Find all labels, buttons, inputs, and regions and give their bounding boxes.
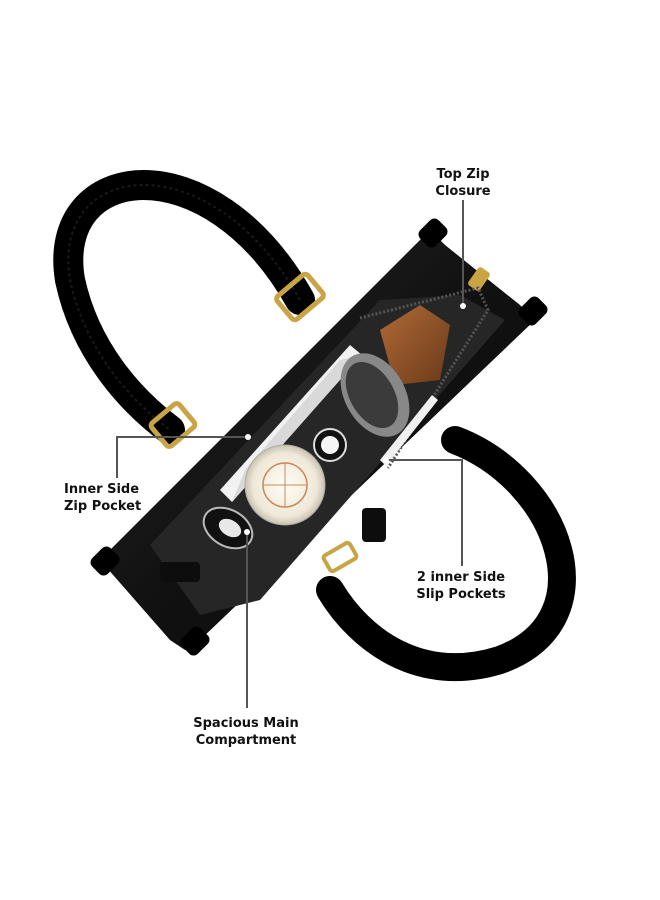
callout-slip-pockets: 2 inner Side Slip Pockets (406, 569, 516, 603)
callout-inner-side-zip-line1: Inner Side (64, 482, 140, 497)
callout-slip-pockets-line1: 2 inner Side (416, 570, 506, 585)
callout-main-compartment-line2: Compartment (195, 733, 297, 748)
callout-top-zip-closure: Top Zip Closure (418, 166, 508, 200)
callout-top-zip-line2: Closure (435, 184, 491, 199)
callout-top-zip-line1: Top Zip (436, 167, 490, 182)
left-handle (53, 170, 315, 445)
leader-lines (116, 200, 466, 708)
right-handle (316, 426, 576, 682)
callout-inner-side-zip-line2: Zip Pocket (64, 499, 142, 514)
leader-slip-pockets (386, 459, 463, 566)
callout-main-compartment: Spacious Main Compartment (183, 715, 309, 749)
zip-track (359, 286, 490, 469)
callout-inner-side-zip-pocket: Inner Side Zip Pocket (64, 481, 160, 515)
bag-contents (202, 305, 450, 550)
leader-inner-side-zip (116, 436, 248, 478)
callout-slip-pockets-line2: Slip Pockets (416, 587, 506, 602)
callout-main-compartment-line1: Spacious Main (193, 716, 299, 731)
